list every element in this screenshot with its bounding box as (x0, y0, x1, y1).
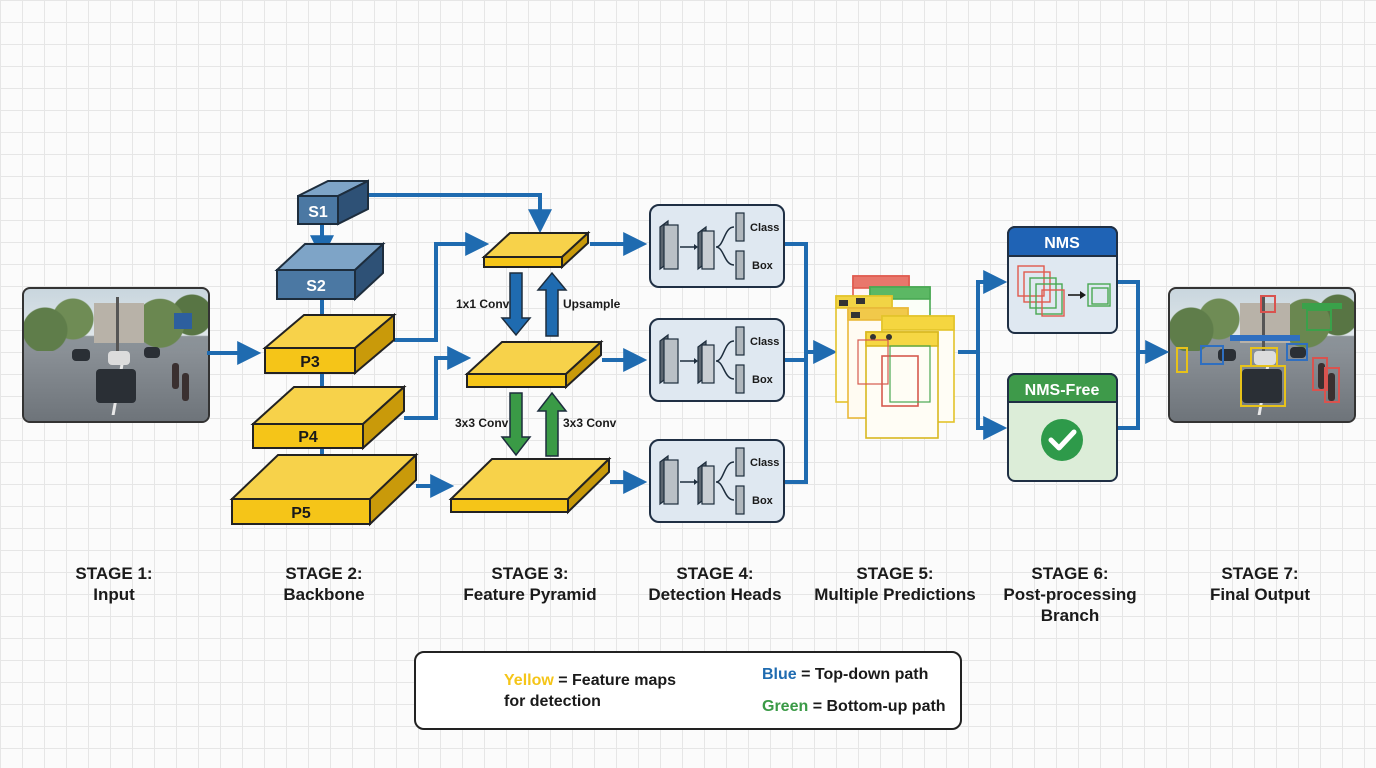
pyramid-top-plate (481, 230, 591, 270)
upsample-arrow (536, 271, 568, 337)
connector-arrows (207, 193, 1170, 498)
head-top-box: Box (752, 260, 774, 272)
s1-block (297, 179, 369, 226)
stage-7-label: STAGE 7:Final Output (1209, 564, 1311, 604)
arrow-p4-to-pyr-mid (404, 346, 472, 420)
stage-5-label: STAGE 5:Multiple Predictions (814, 564, 976, 604)
feature-pyramid: 1x1 Conv Upsample 3x3 Conv 3x3 Conv (448, 230, 621, 515)
stage-4-label: STAGE 4:Detection Heads (648, 564, 782, 604)
head-bottom-class: Class (750, 457, 779, 469)
s2-block (274, 241, 386, 302)
stage-3-label: STAGE 3:Feature Pyramid (463, 564, 597, 604)
head-top-class: Class (750, 222, 779, 234)
legend-green-text: Green = Bottom-up path (762, 698, 946, 715)
s1-label: S1 (308, 204, 328, 221)
legend-blue-word: Blue (762, 666, 797, 683)
nms-free-title: NMS-Free (1025, 382, 1100, 399)
topdown-arrow-upper (500, 272, 532, 337)
p4-block (250, 384, 407, 451)
s2-label: S2 (306, 278, 326, 295)
merge-post-line (1118, 280, 1140, 430)
arrow-p3-to-pyr-top (394, 232, 490, 342)
bottomup-arrow-right (536, 391, 568, 457)
legend-yellow-word: Yellow (504, 672, 554, 689)
conv3x3-right-label: 3x3 Conv (563, 416, 617, 430)
checkmark-icon (1041, 419, 1083, 461)
legend-yellow-text-2: for detection (504, 693, 601, 710)
head-bottom: Class Box (649, 439, 785, 523)
nms-free-box: NMS-Free (1007, 373, 1118, 482)
nms-box: NMS (1007, 226, 1118, 334)
pyramid-mid-plate (464, 339, 604, 390)
head-mid: Class Box (649, 318, 785, 402)
legend-blue-text: Blue = Top-down path (762, 666, 929, 683)
prediction-stack (835, 275, 955, 439)
head-top: Class Box (649, 204, 785, 288)
p3-label: P3 (300, 354, 320, 371)
p5-label: P5 (291, 505, 311, 522)
legend-green-word: Green (762, 698, 809, 715)
conv1x1-label: 1x1 Conv (456, 297, 510, 311)
stage-1-label: STAGE 1:Input (75, 564, 153, 604)
conv3x3-left-label: 3x3 Conv (455, 416, 509, 430)
p4-label: P4 (298, 429, 318, 446)
head-bottom-box: Box (752, 495, 774, 507)
upsample-label: Upsample (563, 297, 621, 311)
legend (414, 651, 962, 730)
head-mid-box: Box (752, 374, 774, 386)
detection-heads: Class Box Class Box (649, 204, 785, 523)
arrow-to-nms (976, 270, 1008, 352)
legend-yellow-text: Yellow = Feature maps (504, 672, 677, 689)
input-street-photo (22, 287, 210, 423)
merge-heads-line (784, 242, 808, 484)
nms-title: NMS (1044, 235, 1080, 252)
arrow-s1-to-pyramid (368, 193, 552, 234)
head-mid-class: Class (750, 336, 779, 348)
backbone: S1 S2 P3 P4 P5 (229, 179, 419, 527)
p5-block (229, 452, 419, 527)
output-detections-photo (1168, 287, 1356, 423)
stage-2-label: STAGE 2:Backbone (283, 564, 365, 604)
pyramid-bottom-plate (448, 456, 612, 515)
p3-block (262, 312, 397, 376)
bottomup-arrow-left (500, 392, 532, 457)
arrow-to-nms-free (976, 352, 1008, 440)
